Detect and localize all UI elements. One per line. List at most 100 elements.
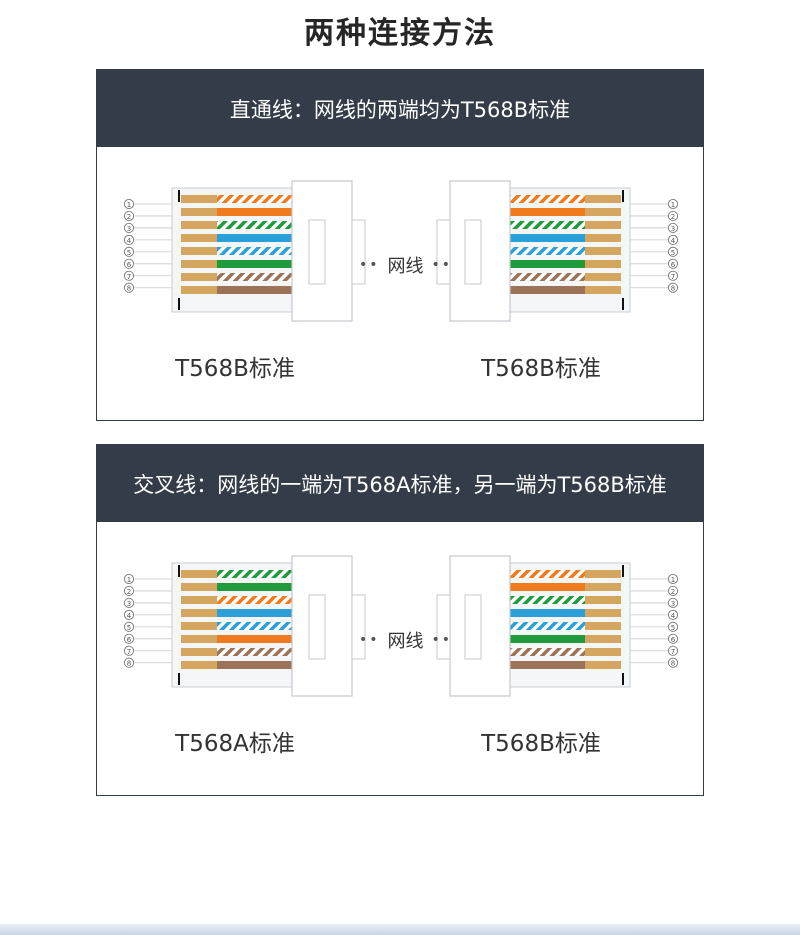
right-standard-caption: T568B标准 (481, 731, 601, 757)
wire-green (510, 260, 585, 268)
pin-number-label: 6 (671, 261, 676, 269)
copper-contact (585, 247, 621, 255)
copper-contact (585, 221, 621, 229)
bottom-band (0, 924, 800, 935)
copper-contact (181, 661, 217, 669)
boot-slot (464, 219, 482, 285)
boot-slot (308, 594, 326, 660)
wire-white-orange (217, 195, 292, 203)
boot-tab (436, 594, 451, 660)
boot-slot (464, 594, 482, 660)
pin-number-marker (123, 198, 135, 210)
copper-contact (585, 570, 621, 578)
wire-white-brown (217, 648, 292, 656)
pin-number-label: 5 (127, 249, 131, 257)
pin-number-marker (667, 573, 679, 585)
copper-contact (585, 609, 621, 617)
pin-number-label: 2 (127, 588, 131, 596)
copper-contact (585, 260, 621, 268)
pin-number-marker (123, 210, 135, 222)
wire-brown (510, 286, 585, 294)
pin-number-marker (667, 270, 679, 281)
pin-number-marker (123, 270, 135, 281)
pin-number-label: 5 (671, 249, 675, 257)
pin-number-label: 5 (671, 624, 675, 632)
pin-number-label: 2 (671, 213, 675, 221)
pin-number-label: 3 (671, 600, 675, 608)
pin-number-marker (123, 609, 135, 620)
pin-number-marker (667, 609, 679, 620)
copper-contact (181, 609, 217, 617)
pin-number-marker (667, 246, 679, 257)
pin-number-label: 3 (671, 225, 675, 233)
copper-contact (585, 286, 621, 294)
pin-number-marker (123, 657, 135, 668)
boot-tab (351, 219, 366, 285)
pin-number-label: 3 (127, 600, 131, 608)
copper-contact (585, 635, 621, 643)
copper-contact (181, 622, 217, 630)
copper-contact (585, 648, 621, 656)
copper-contact (585, 234, 621, 242)
copper-contact (181, 596, 217, 604)
pin-number-label: 6 (127, 636, 132, 644)
pin-number-marker (667, 621, 679, 632)
copper-contact (181, 260, 217, 268)
pin-number-marker (667, 210, 679, 222)
crossover-header: 交叉线：网线的一端为T568A标准，另一端为T568B标准 (97, 445, 703, 522)
wire-white-green (510, 221, 585, 229)
pin-number-label: 3 (127, 225, 131, 233)
copper-contact (181, 570, 217, 578)
right-standard-caption: T568B标准 (481, 356, 601, 382)
cable-dots-left: •• (359, 632, 380, 648)
pin-number-marker (123, 222, 135, 233)
pin-number-label: 2 (127, 213, 131, 221)
wire-green (510, 635, 585, 643)
straight-through-header: 直通线：网线的两端均为T568B标准 (97, 70, 703, 147)
wire-blue (510, 234, 585, 242)
pin-number-marker (123, 597, 135, 608)
wire-white-blue (510, 247, 585, 255)
cable-dots-right: •• (431, 632, 453, 648)
pin-number-label: 7 (127, 648, 131, 656)
wire-blue (217, 609, 292, 617)
wire-orange (217, 635, 292, 643)
wire-blue (510, 609, 585, 617)
pin-number-label: 4 (127, 237, 132, 245)
copper-contact (585, 661, 621, 669)
cable-label: •• 网线 •• (359, 627, 452, 653)
wire-white-orange (510, 570, 585, 578)
pin-number-marker (123, 573, 135, 585)
wire-brown (217, 286, 292, 294)
pin-number-label: 7 (671, 648, 675, 656)
pin-number-marker (123, 282, 135, 293)
pin-number-marker (123, 258, 135, 269)
page-title: 两种连接方法 (304, 16, 496, 51)
wire-white-green (217, 570, 292, 578)
left-standard-caption: T568A标准 (175, 731, 295, 757)
wire-orange (217, 208, 292, 216)
copper-contact (181, 221, 217, 229)
pin-number-marker (667, 645, 679, 656)
cable-dots-right: •• (431, 257, 453, 273)
pin-number-marker (667, 234, 679, 245)
wire-orange (510, 208, 585, 216)
left-standard-caption: T568B标准 (175, 356, 295, 382)
pin-number-label: 8 (127, 285, 131, 293)
wire-green (217, 260, 292, 268)
cable-label-text: 网线 (387, 256, 424, 277)
pin-number-label: 4 (671, 237, 676, 245)
pin-number-marker (667, 597, 679, 608)
pin-number-label: 8 (127, 660, 131, 668)
cable-label: •• 网线 •• (359, 252, 452, 278)
pin-number-label: 7 (671, 273, 675, 281)
wire-white-green (217, 221, 292, 229)
copper-contact (181, 583, 217, 591)
copper-contact (181, 648, 217, 656)
